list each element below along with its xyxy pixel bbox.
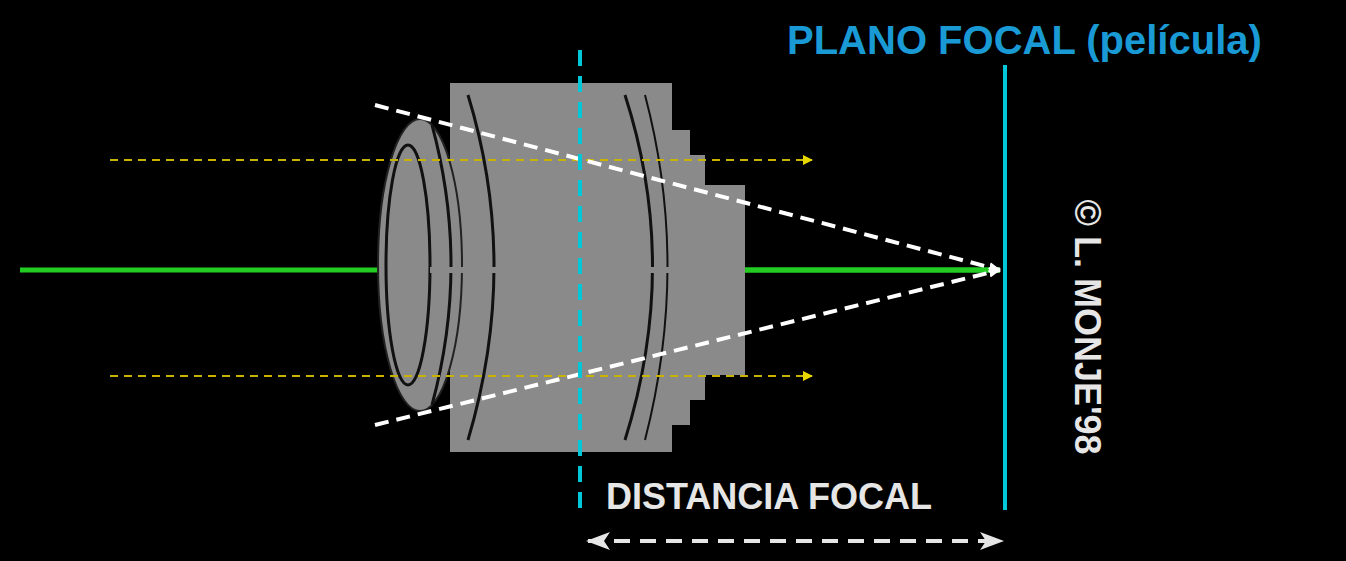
converging-ray xyxy=(375,270,1000,425)
focal-plane-label: PLANO FOCAL (película) xyxy=(787,20,1262,60)
copyright-note: © L. MONJE'98 xyxy=(1069,199,1105,454)
optical-axis xyxy=(20,268,1000,273)
converging-ray xyxy=(375,105,1000,270)
focal-plane xyxy=(1003,65,1007,510)
parallel-ray xyxy=(110,159,812,161)
parallel-ray xyxy=(110,375,812,377)
principal-plane xyxy=(578,50,582,512)
focal-distance-label: DISTANCIA FOCAL xyxy=(606,479,932,515)
lens-body xyxy=(378,83,745,452)
focal-distance-arrow xyxy=(588,539,1002,543)
